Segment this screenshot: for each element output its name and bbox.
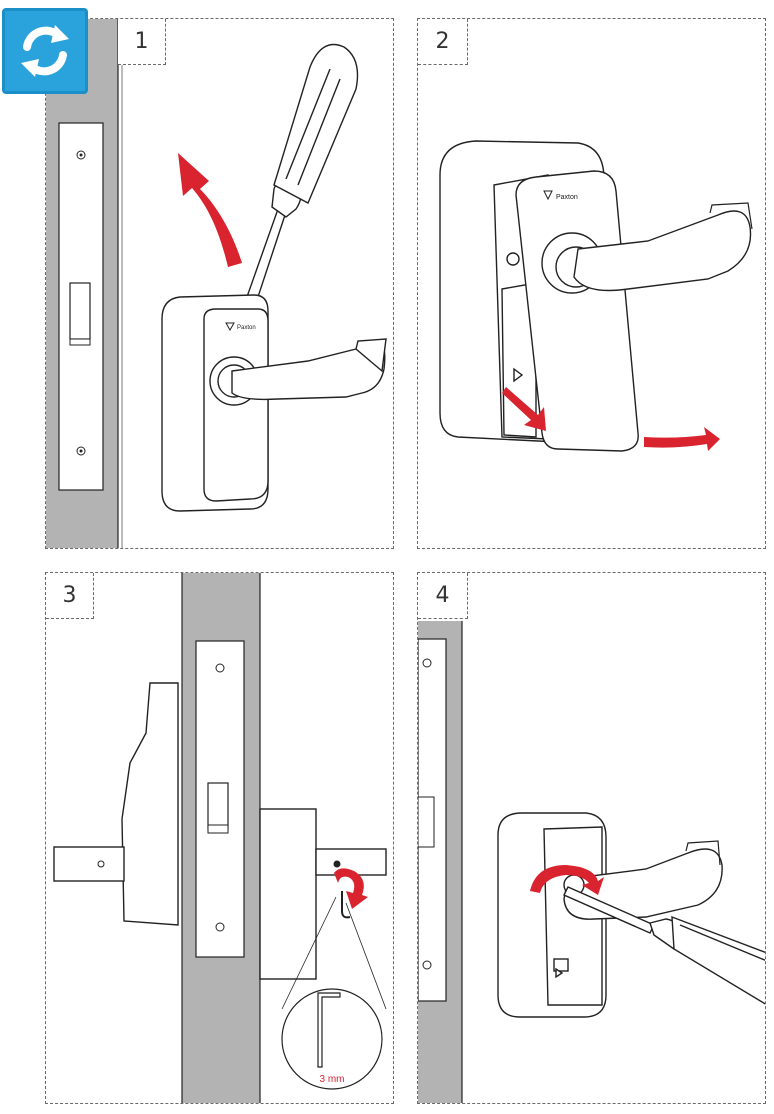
lift-arrow: [178, 153, 242, 267]
step-number: 2: [418, 19, 468, 65]
latch: [207, 782, 229, 830]
lock-body-outside: [121, 682, 179, 926]
step-3-illustration: 3 mm: [53, 573, 387, 1103]
step-label: 3: [62, 583, 77, 608]
step-2-illustration: Paxton: [439, 140, 753, 452]
lever-handle: [563, 848, 723, 920]
step-label: 2: [435, 29, 450, 54]
step-3-panel: 3 3 mm: [45, 572, 394, 1104]
step-1-illustration: Paxton: [46, 19, 387, 548]
step-label: 4: [435, 583, 450, 608]
release-arrow: [502, 387, 546, 431]
pull-arrow: [644, 427, 720, 451]
lever-handle: [573, 210, 752, 292]
step-label: 1: [134, 29, 149, 54]
step-4-illustration: [418, 621, 765, 1103]
screwdriver: [241, 43, 359, 316]
rotate-arrow: [334, 868, 368, 909]
latch: [69, 282, 91, 340]
refresh-badge: [2, 8, 88, 94]
rotate-arrow: [530, 865, 604, 895]
hex-key: [317, 992, 341, 1068]
step-number: 3: [46, 573, 94, 619]
brand-logo: Paxton: [225, 322, 256, 332]
tool-callout: [281, 988, 383, 1090]
brand-logo: Paxton: [543, 190, 578, 201]
svg-text:Paxton: Paxton: [556, 194, 578, 201]
screwdriver: [563, 886, 765, 1005]
lock-body-inside: [259, 808, 317, 980]
handle-stub: [53, 846, 125, 882]
refresh-icon: [21, 25, 69, 77]
step-number: 4: [418, 573, 468, 619]
step-number: 1: [118, 19, 166, 65]
step-1-panel: 1: [45, 18, 394, 549]
step-2-panel: 2 Paxton: [417, 18, 766, 549]
step-4-panel: 4: [417, 572, 766, 1104]
tool-size-label: 3 mm: [320, 1074, 345, 1085]
lock-body: [161, 294, 387, 512]
svg-text:Paxton: Paxton: [237, 325, 256, 331]
